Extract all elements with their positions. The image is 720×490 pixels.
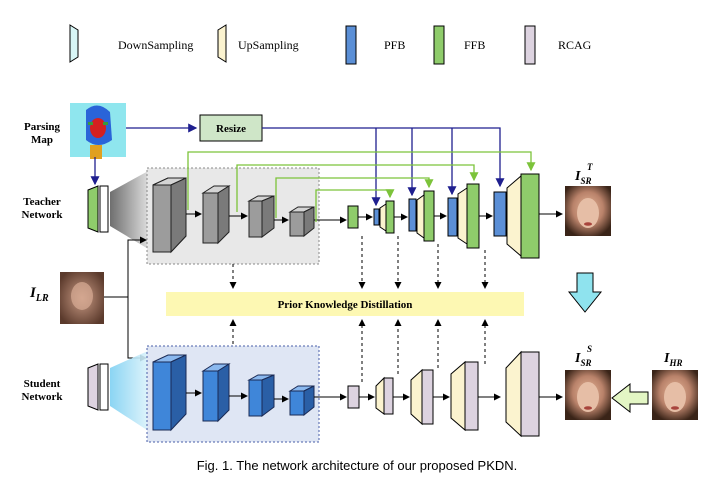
- legend-ffb: FFB: [433, 25, 485, 65]
- legend-ffb-label: FFB: [464, 38, 485, 52]
- legend-rcag-label: RCAG: [558, 38, 592, 52]
- teacher-dec-pfb-4: [493, 191, 507, 237]
- legend-rcag: RCAG: [524, 25, 592, 65]
- teacher-dec-ffb-4: [520, 173, 540, 259]
- student-network-label-line1: Student: [24, 378, 61, 390]
- teacher-dec-ffb-0: [347, 205, 359, 229]
- isr-student-sup: S: [587, 344, 592, 354]
- down-arrow-icon: [567, 272, 603, 313]
- teacher-dec-pfb-1: [373, 208, 380, 226]
- isr-teacher-sup: T: [587, 162, 593, 172]
- parsing-map-label-line2: Map: [31, 134, 53, 146]
- student-dec-rcag-4: [520, 351, 540, 437]
- teacher-dec-ffb-2: [423, 190, 435, 242]
- student-block-3: [247, 374, 275, 417]
- teacher-block-1: [152, 177, 187, 254]
- student-sr-face-image: [565, 370, 611, 420]
- teacher-dec-pfb-3: [447, 197, 458, 237]
- legend-pfb-label: PFB: [384, 38, 405, 52]
- student-dec-rcag-0: [347, 385, 360, 409]
- teacher-dec-pfb-2: [408, 198, 417, 232]
- teacher-network-label-line1: Teacher: [23, 196, 61, 208]
- student-dec-rcag-1: [383, 377, 394, 415]
- isr-student-label: ISR: [574, 351, 591, 368]
- student-network-label-line2: Network: [22, 391, 64, 403]
- resize-box: [199, 114, 263, 142]
- legend-downsampling-label: DownSampling: [118, 38, 193, 52]
- parsing-map-image: [70, 103, 126, 159]
- ihr-label: IHR: [663, 351, 682, 368]
- student-block-1: [152, 354, 187, 432]
- student-block-2: [201, 363, 231, 423]
- teacher-funnel: [110, 170, 150, 250]
- student-funnel: [110, 350, 150, 432]
- student-input-rcag: [87, 363, 99, 411]
- pkd-label: Prior Knowledge Distillation: [278, 299, 413, 311]
- legend: DownSampling UpSampling PFB FFB RCAG: [69, 24, 592, 65]
- student-block-4: [288, 385, 315, 417]
- figure-caption: Fig. 1. The network architecture of our …: [197, 458, 518, 473]
- legend-downsampling: DownSampling: [69, 24, 193, 63]
- teacher-network-label-line2: Network: [22, 209, 64, 221]
- teacher-block-3: [247, 195, 275, 238]
- hr-face-image: [652, 370, 698, 420]
- left-arrow-icon: [611, 382, 649, 414]
- legend-upsampling-label: UpSampling: [238, 38, 299, 52]
- teacher-block-4: [288, 206, 315, 238]
- teacher-dec-ffb-1: [385, 200, 395, 234]
- parsing-map-label-line1: Parsing: [24, 121, 61, 133]
- lr-face-image: [60, 272, 104, 324]
- student-dec-rcag-3: [464, 361, 479, 431]
- isr-teacher-label: ISR: [574, 169, 591, 186]
- teacher-sr-face-image: [565, 186, 611, 236]
- teacher-block-2: [201, 185, 231, 245]
- pkd-bar: [166, 292, 524, 316]
- legend-upsampling: UpSampling: [217, 24, 299, 63]
- resize-label: Resize: [216, 123, 246, 135]
- student-dec-rcag-2: [421, 369, 434, 425]
- teacher-input-ffb: [87, 185, 99, 233]
- teacher-dec-ffb-3: [466, 183, 480, 249]
- ilr-label: ILR: [29, 285, 49, 304]
- legend-pfb: PFB: [345, 25, 405, 65]
